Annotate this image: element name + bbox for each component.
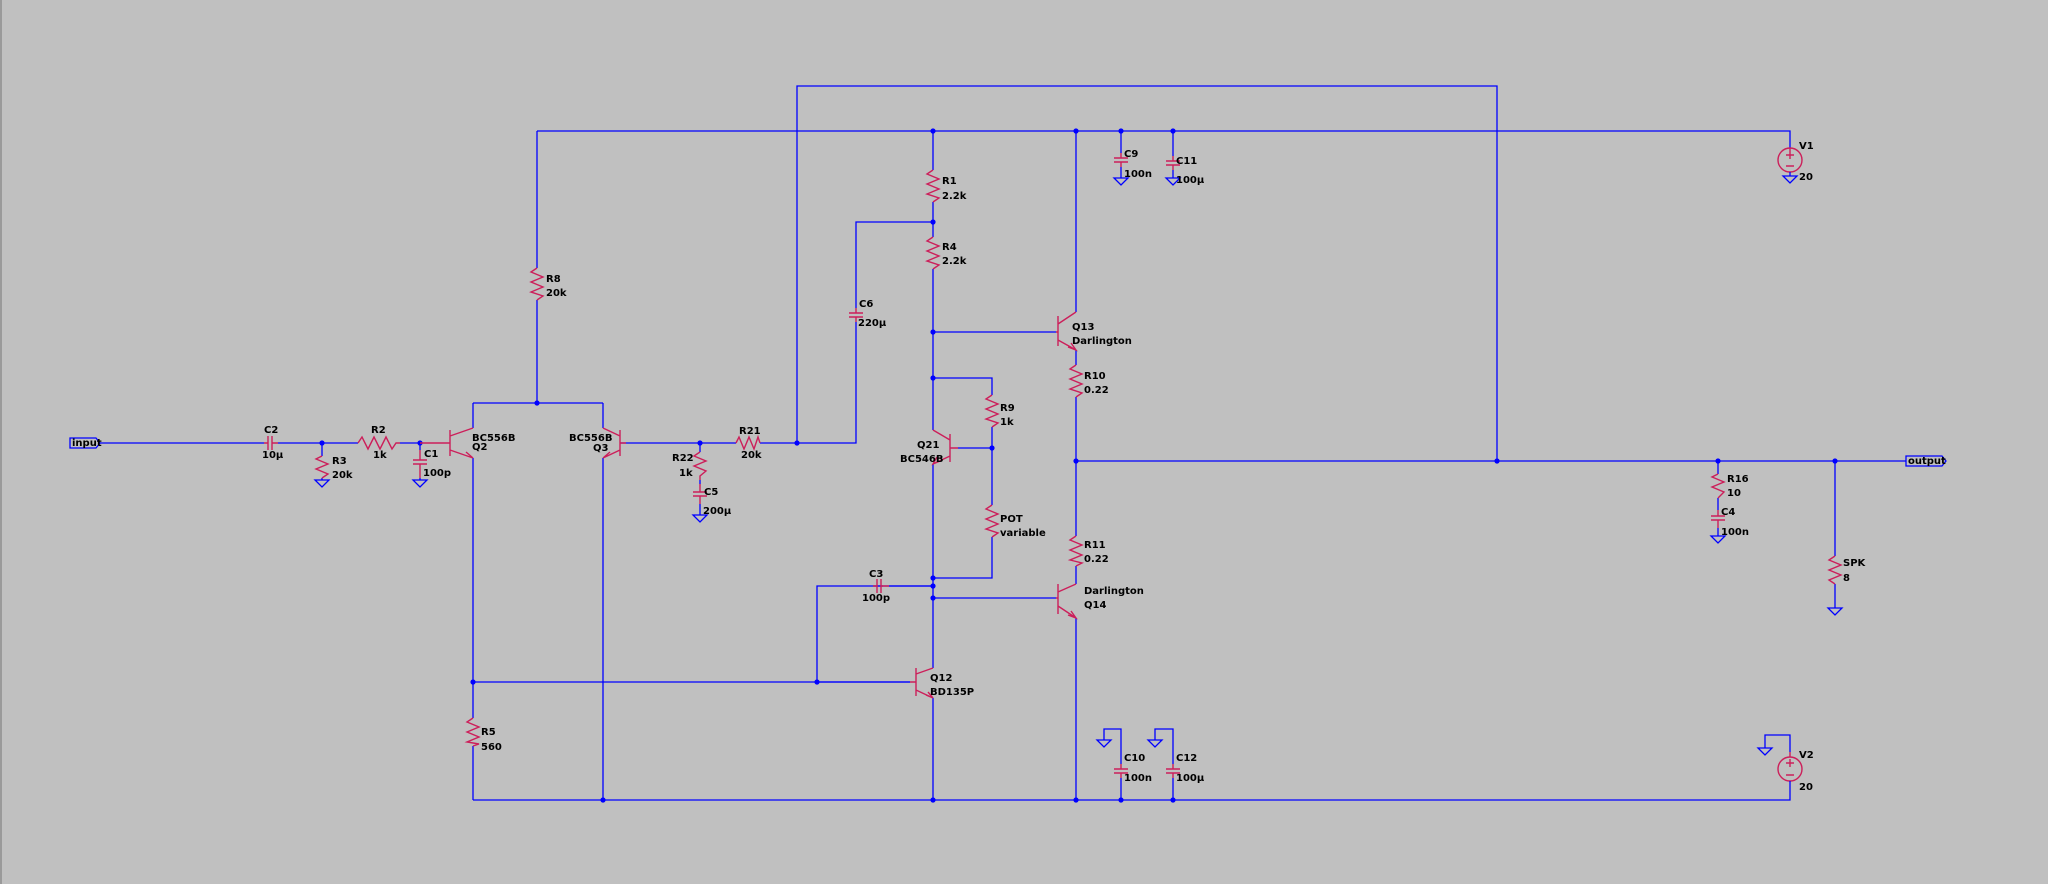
c6-name: C6 [859,299,873,310]
c11-value: 100µ [1176,175,1205,186]
c6-value: 220µ [858,318,887,329]
q21-name: Q21 [917,440,939,451]
input-port-label: input [72,438,102,449]
q12-value: BD135P [930,687,974,698]
q14-value: Darlington [1084,586,1144,597]
junction-dots [319,128,1838,803]
c4-name: C4 [1721,507,1735,518]
r1-name: R1 [942,176,957,187]
r3-value: 20k [332,470,353,481]
c9-value: 100n [1124,169,1152,180]
output-port[interactable]: output [1905,455,1947,467]
q13-name: Q13 [1072,322,1094,333]
c5-value: 200µ [703,506,732,517]
q2-value: BC556B [472,433,515,444]
q21-value: BC546B [900,454,943,465]
r10-name: R10 [1084,371,1106,382]
r11-name: R11 [1084,540,1106,551]
component-symbols [264,147,1843,786]
ground-symbols [313,175,1844,756]
input-port[interactable]: input [69,437,102,449]
q3-name: Q3 [593,443,609,454]
r21-name: R21 [739,426,761,437]
c2-value: 10µ [262,450,284,461]
q3-value: BC556B [569,433,612,444]
component-labels: C2 10µ R2 1k R3 20k C1 100p BC556B Q2 BC… [262,141,1867,793]
c11-name: C11 [1176,156,1197,167]
r2-value: 1k [373,450,387,461]
v1-value: 20 [1799,172,1813,183]
c5-name: C5 [704,487,718,498]
c2-name: C2 [264,425,278,436]
r16-name: R16 [1727,474,1749,485]
c1-value: 100p [423,468,451,479]
window-edge [0,0,2,884]
v2-value: 20 [1799,782,1813,793]
r9-name: R9 [1000,403,1015,414]
c10-value: 100n [1124,773,1152,784]
pot-value: variable [1000,528,1046,539]
r8-name: R8 [546,274,561,285]
c1-name: C1 [424,449,438,460]
v2-name: V2 [1799,750,1814,761]
r10-value: 0.22 [1084,385,1109,396]
r4-value: 2.2k [942,256,967,267]
r22-name: R22 [672,453,694,464]
r9-value: 1k [1000,417,1014,428]
q13-value: Darlington [1072,336,1132,347]
r22-value: 1k [679,468,693,479]
v1-name: V1 [1799,141,1814,152]
c10-name: C10 [1124,753,1145,764]
output-port-label: output [1908,456,1946,467]
pot-name: POT [1000,514,1023,525]
wires [100,85,1930,801]
r2-name: R2 [371,425,386,436]
c12-value: 100µ [1176,773,1205,784]
c9-name: C9 [1124,149,1138,160]
c4-value: 100n [1721,527,1749,538]
spk-name: SPK [1843,558,1867,569]
r11-value: 0.22 [1084,554,1109,565]
q12-name: Q12 [930,673,952,684]
q14-name: Q14 [1084,600,1106,611]
spk-value: 8 [1843,573,1850,584]
r5-name: R5 [481,727,496,738]
c3-name: C3 [869,569,883,580]
r16-value: 10 [1727,488,1741,499]
q2-name: Q2 [472,442,488,453]
r5-value: 560 [481,742,502,753]
c12-name: C12 [1176,753,1197,764]
r1-value: 2.2k [942,191,967,202]
c3-value: 100p [862,593,890,604]
r4-name: R4 [942,242,957,253]
r8-value: 20k [546,288,567,299]
r21-value: 20k [741,450,762,461]
r3-name: R3 [332,456,347,467]
